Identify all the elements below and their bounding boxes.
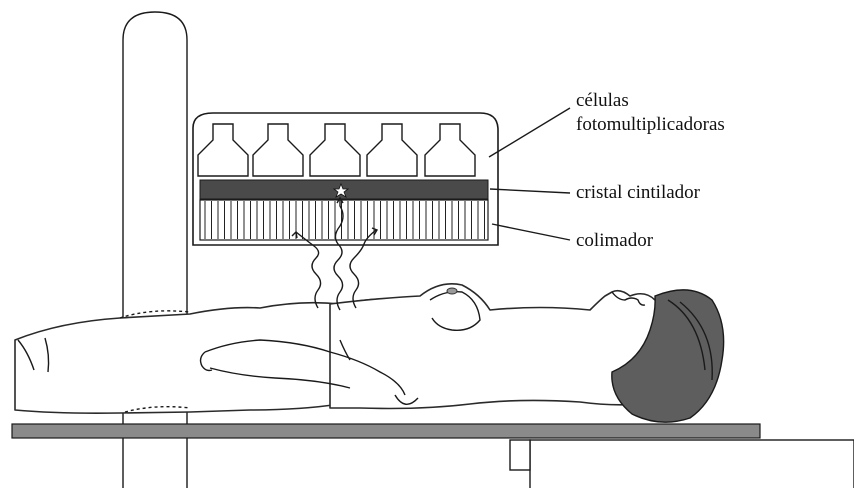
- patient-figure-icon: [15, 284, 724, 422]
- gantry-column: [123, 12, 187, 488]
- leader-line-collimator: [492, 224, 570, 240]
- label-crystal: cristal cintilador: [576, 182, 701, 203]
- label-pmt-line1: células: [576, 90, 629, 111]
- detector-head: [193, 113, 498, 245]
- table-base: [510, 440, 854, 488]
- leader-line-pmt: [489, 108, 570, 157]
- leader-line-crystal: [490, 189, 570, 193]
- label-collimator: colimador: [576, 230, 654, 251]
- patient-table: [12, 424, 760, 438]
- collimator: [200, 200, 488, 240]
- label-pmt-line2: fotomultiplicadoras: [576, 114, 725, 135]
